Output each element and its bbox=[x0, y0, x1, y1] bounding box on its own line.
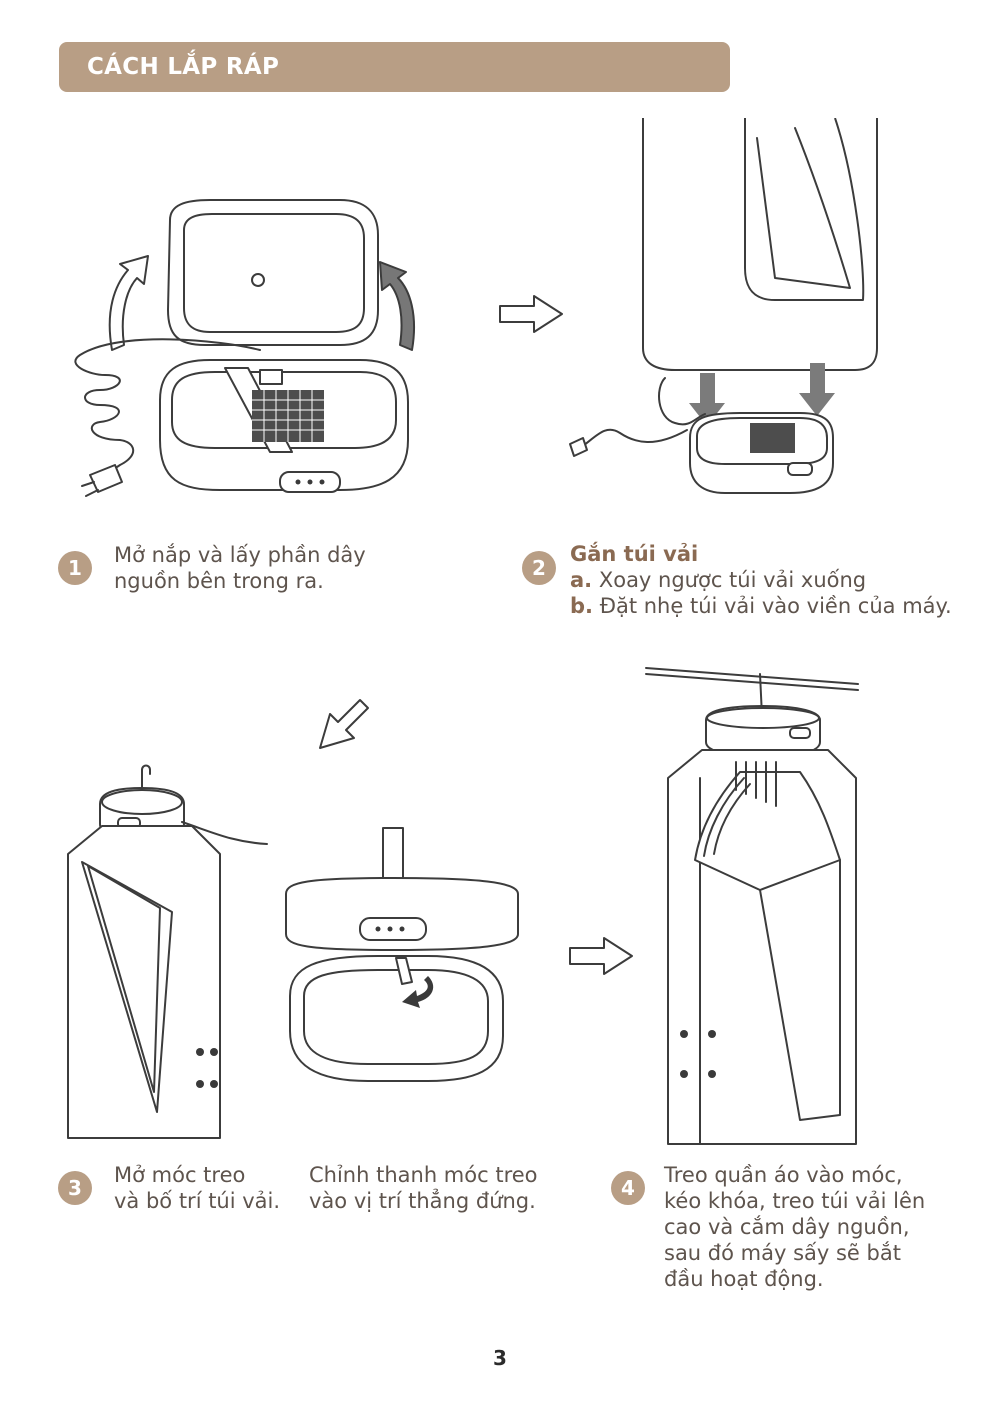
arrow-down-left-icon bbox=[319, 699, 369, 749]
step-1-line: nguồn bên trong ra. bbox=[114, 569, 324, 593]
step-badge-4: 4 bbox=[611, 1171, 645, 1205]
step-badge-2: 2 bbox=[522, 551, 556, 585]
step-4-line: sau đó máy sấy sẽ bắt bbox=[664, 1241, 901, 1265]
step-2-item-a-label: a. bbox=[570, 568, 593, 592]
step-2-item-b: b. Đặt nhẹ túi vải vào viền của máy. bbox=[570, 593, 952, 619]
step-3-caption-left: Mở móc treo và bố trí túi vải. bbox=[114, 1162, 280, 1214]
step-3-right-line: Chỉnh thanh móc treo bbox=[309, 1163, 538, 1187]
step-1-line: Mở nắp và lấy phần dây bbox=[114, 543, 366, 567]
step-3-left-line: và bố trí túi vải. bbox=[114, 1189, 281, 1213]
step-4-line: Treo quần áo vào móc, bbox=[664, 1163, 903, 1187]
step-2-item-a: a. Xoay ngược túi vải xuống bbox=[570, 567, 952, 593]
step-4-caption: Treo quần áo vào móc, kéo khóa, treo túi… bbox=[664, 1162, 925, 1292]
section-title: CÁCH LẮP RÁP bbox=[87, 54, 280, 80]
step-4-line: kéo khóa, treo túi vải lên bbox=[664, 1189, 926, 1213]
step-3-left-line: Mở móc treo bbox=[114, 1163, 246, 1187]
section-header-bar: CÁCH LẮP RÁP bbox=[59, 42, 730, 92]
step-1-caption: Mở nắp và lấy phần dây nguồn bên trong r… bbox=[114, 542, 366, 594]
arrow-right-icon bbox=[569, 937, 633, 975]
illustration-open-base bbox=[74, 199, 416, 497]
step-3-caption-right: Chỉnh thanh móc treo vào vị trí thẳng đứ… bbox=[309, 1162, 538, 1214]
step-2-item-a-text: Xoay ngược túi vải xuống bbox=[592, 568, 867, 592]
illustration-attach-bag bbox=[569, 118, 878, 494]
page-number: 3 bbox=[493, 1346, 507, 1370]
step-badge-1: 1 bbox=[58, 551, 92, 585]
step-4-line: đầu hoạt động. bbox=[664, 1267, 824, 1291]
illustration-hook-bar bbox=[285, 827, 519, 1082]
illustration-bag-hook bbox=[67, 764, 268, 1139]
step-2-item-b-text: Đặt nhẹ túi vải vào viền của máy. bbox=[593, 594, 952, 618]
step-badge-3: 3 bbox=[58, 1171, 92, 1205]
step-3-right-line: vào vị trí thẳng đứng. bbox=[309, 1189, 536, 1213]
step-2-caption: Gắn túi vải a. Xoay ngược túi vải xuống … bbox=[570, 541, 952, 619]
step-2-title: Gắn túi vải bbox=[570, 542, 699, 566]
arrow-right-icon bbox=[499, 295, 563, 333]
step-4-line: cao và cắm dây nguồn, bbox=[664, 1215, 910, 1239]
step-2-item-b-label: b. bbox=[570, 594, 594, 618]
illustration-hanging-dryer bbox=[645, 667, 859, 1145]
